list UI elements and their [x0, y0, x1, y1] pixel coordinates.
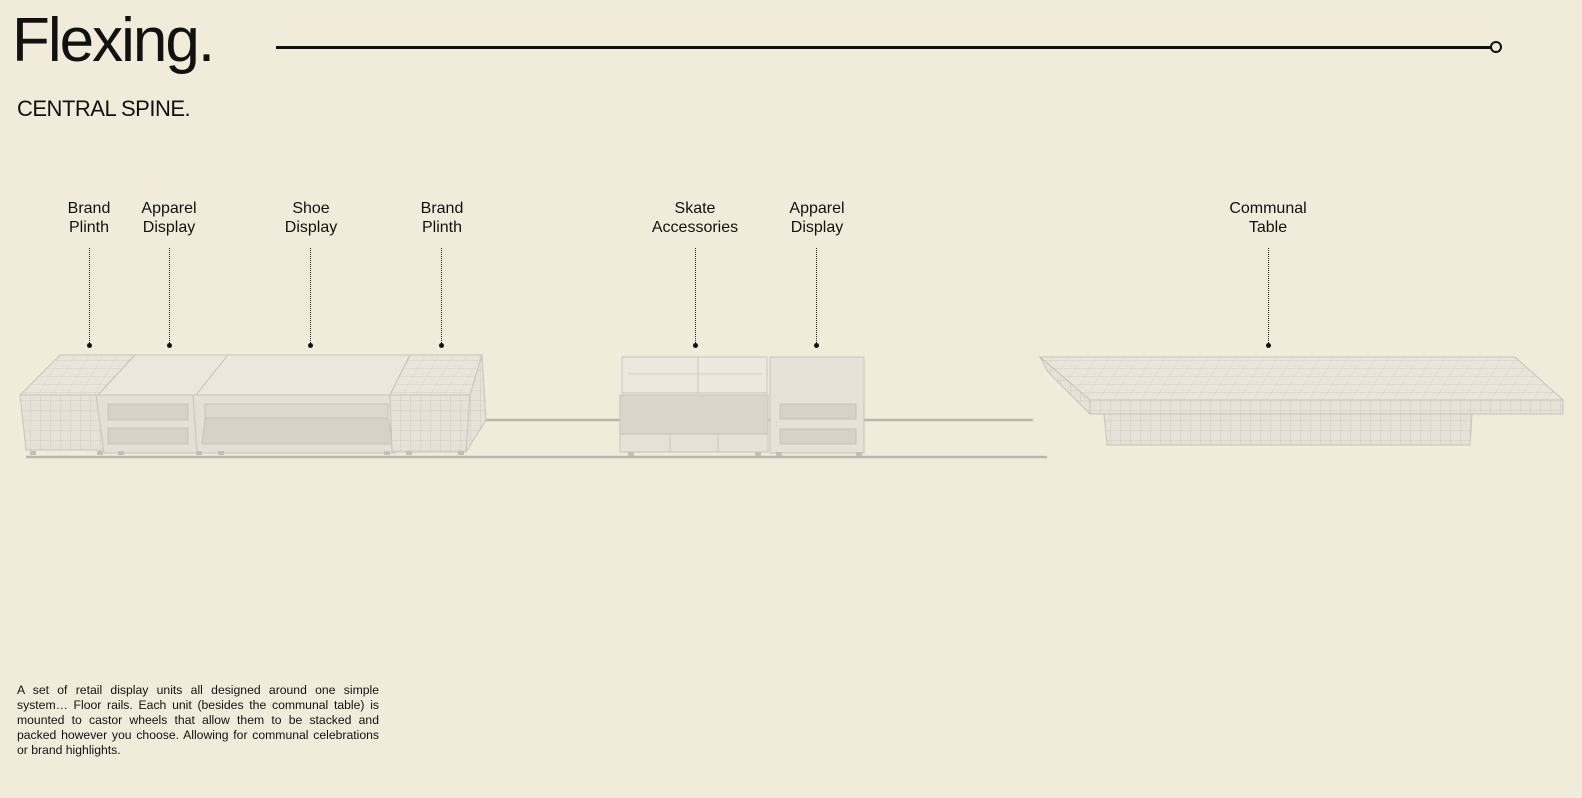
leader-dot	[307, 343, 313, 348]
label-line: Apparel	[789, 200, 845, 217]
label-line: Accessories	[651, 219, 739, 236]
leader-dot	[166, 343, 172, 348]
leader-line	[169, 248, 170, 345]
leader-dot	[1265, 343, 1271, 348]
leader-dot	[692, 343, 698, 348]
label-line: Display	[790, 219, 844, 236]
label-line: Display	[142, 219, 196, 236]
label-apparel-display-1: Apparel Display	[109, 199, 229, 237]
leader-dot	[813, 343, 819, 348]
label-brand-plinth-1: Brand Plinth	[29, 199, 149, 237]
label-line: Brand	[420, 200, 464, 217]
label-apparel-display-2: Apparel Display	[757, 199, 877, 237]
header-rule	[276, 46, 1493, 49]
communal-table-unit	[1038, 356, 1565, 446]
page-subtitle: CENTRAL SPINE.	[17, 96, 191, 121]
label-line: Table	[1248, 219, 1288, 236]
label-line: Plinth	[68, 219, 110, 236]
skate-accessories-unit	[619, 356, 769, 453]
leader-line	[441, 248, 442, 345]
brand-plinth-unit	[389, 354, 487, 453]
shoe-display-unit	[192, 354, 411, 454]
header-rule-end-dot	[1490, 41, 1502, 53]
label-line: Plinth	[421, 219, 463, 236]
project-description: A set of retail display units all design…	[17, 683, 379, 757]
label-brand-plinth-2: Brand Plinth	[382, 199, 502, 237]
leader-line	[310, 248, 311, 345]
label-communal-table: Communal Table	[1208, 199, 1328, 237]
apparel-display-unit	[95, 354, 230, 454]
label-line: Brand	[67, 200, 111, 217]
label-line: Apparel	[141, 200, 197, 217]
leader-line	[1268, 248, 1269, 345]
page-title: Flexing.	[12, 6, 215, 75]
label-line: Communal	[1229, 200, 1307, 217]
label-shoe-display: Shoe Display	[251, 199, 371, 237]
apparel-display-unit	[769, 356, 865, 454]
castor-wheels	[30, 451, 862, 456]
label-skate-accessories: Skate Accessories	[635, 199, 755, 237]
leader-line	[89, 248, 90, 345]
leader-dot	[438, 343, 444, 348]
leader-line	[695, 248, 696, 345]
leader-dot	[86, 343, 92, 348]
label-line: Shoe	[292, 200, 330, 217]
label-line: Display	[284, 219, 338, 236]
leader-line	[816, 248, 817, 345]
label-line: Skate	[674, 200, 716, 217]
